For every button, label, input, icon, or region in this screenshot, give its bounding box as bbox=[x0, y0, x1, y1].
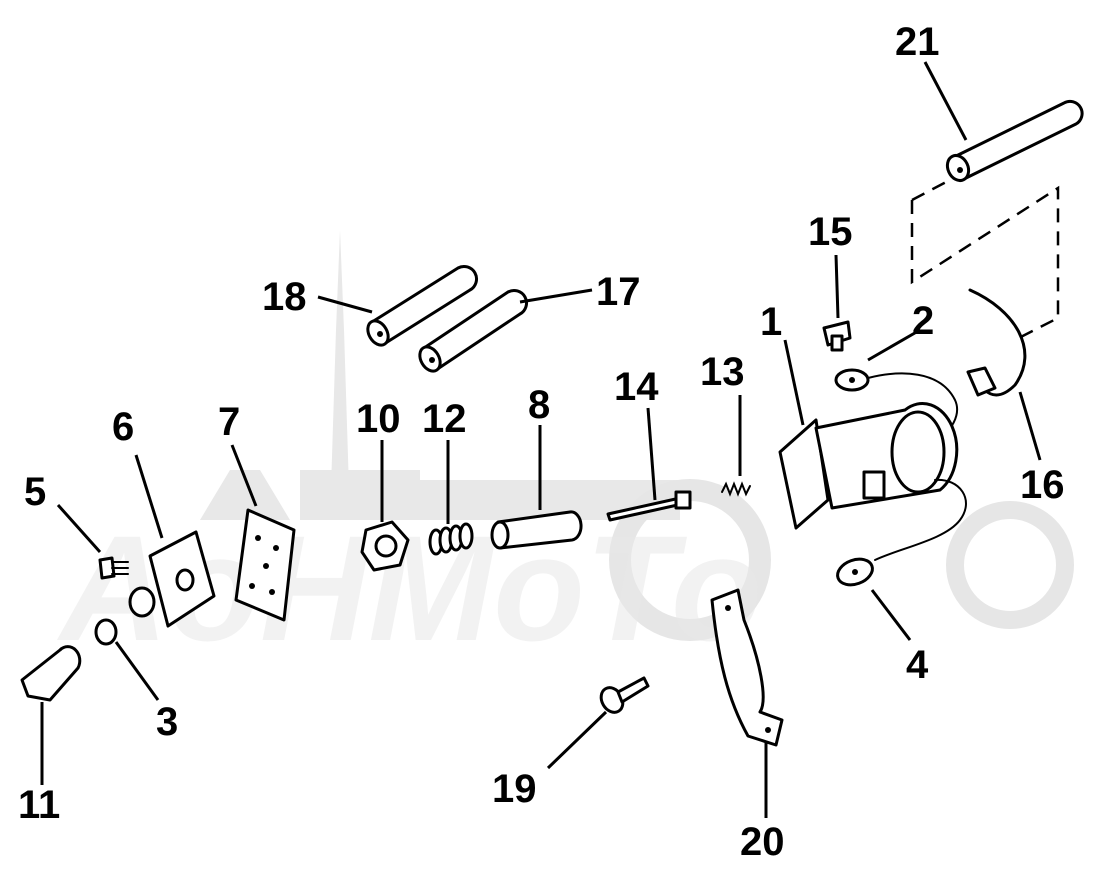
label-1: 1 bbox=[760, 300, 782, 344]
part-labels: 21 15 2 1 16 13 14 8 12 10 18 17 7 6 5 3… bbox=[18, 20, 1065, 864]
part-18-sleeve bbox=[317, 264, 479, 347]
part-21-sleeve bbox=[923, 61, 1084, 183]
label-10: 10 bbox=[356, 397, 401, 441]
part-1-solenoid bbox=[778, 339, 959, 530]
label-18: 18 bbox=[262, 275, 307, 319]
label-5: 5 bbox=[24, 470, 46, 514]
part-10-nut bbox=[360, 440, 410, 572]
label-21: 21 bbox=[895, 20, 940, 64]
label-8: 8 bbox=[528, 383, 550, 427]
part-3-washer bbox=[94, 618, 160, 701]
label-2: 2 bbox=[912, 299, 934, 343]
part-19-bolt bbox=[546, 676, 650, 770]
label-3: 3 bbox=[156, 700, 178, 744]
label-16: 16 bbox=[1020, 463, 1065, 507]
part-4-lead-wire bbox=[836, 478, 967, 641]
part-17-sleeve bbox=[418, 288, 593, 373]
label-14: 14 bbox=[614, 365, 659, 409]
label-6: 6 bbox=[112, 405, 134, 449]
reference-dash-box bbox=[910, 178, 1060, 347]
part-14-pin bbox=[606, 407, 692, 522]
label-4: 4 bbox=[906, 643, 929, 687]
label-20: 20 bbox=[740, 820, 785, 864]
part-8-plunger bbox=[490, 425, 583, 550]
label-11: 11 bbox=[18, 783, 60, 827]
part-11-fitting bbox=[20, 645, 82, 785]
part-7-gasket bbox=[230, 444, 296, 622]
label-15: 15 bbox=[808, 210, 853, 254]
label-13: 13 bbox=[700, 350, 745, 394]
label-7: 7 bbox=[218, 400, 240, 444]
part-15-screw bbox=[822, 254, 852, 352]
label-19: 19 bbox=[492, 767, 537, 811]
label-12: 12 bbox=[422, 397, 467, 441]
part-6-cover bbox=[128, 454, 216, 628]
part-20-clamp bbox=[710, 588, 784, 818]
part-12-spring bbox=[428, 440, 474, 556]
label-17: 17 bbox=[596, 270, 641, 314]
part-13-spring bbox=[721, 395, 751, 497]
part-5-screw bbox=[56, 504, 129, 580]
part-16-clip bbox=[966, 288, 1042, 461]
